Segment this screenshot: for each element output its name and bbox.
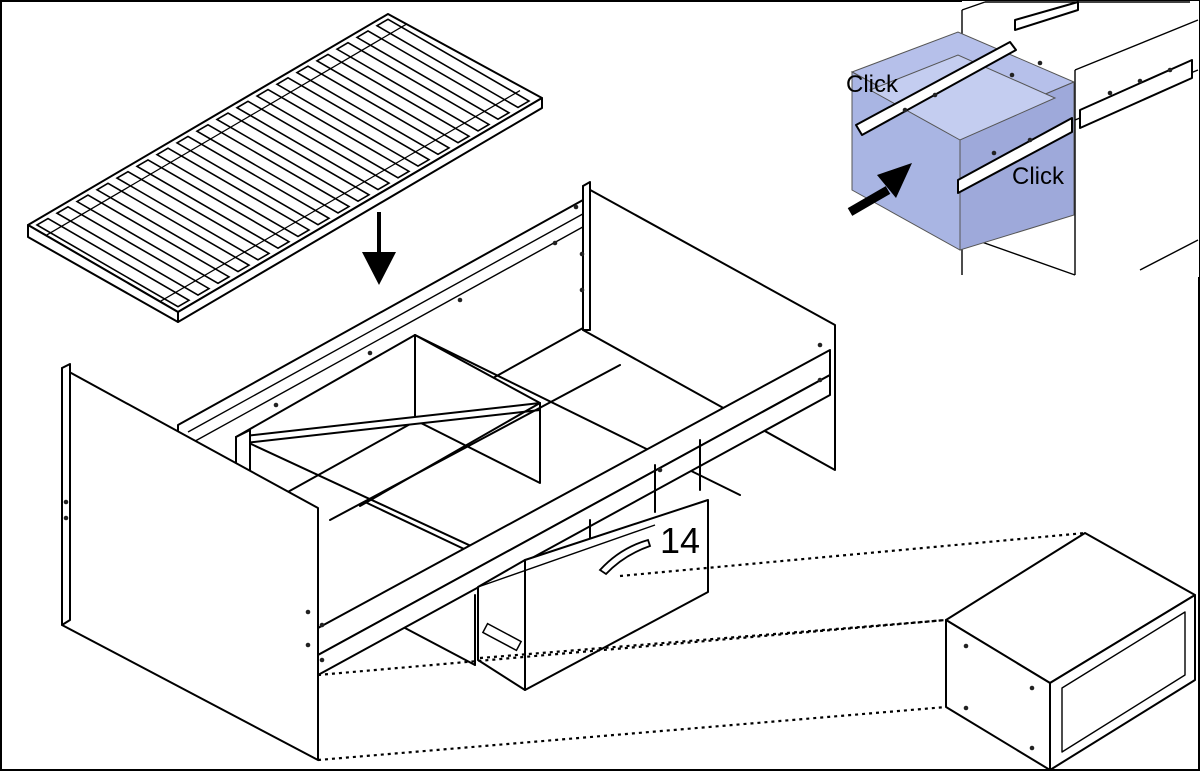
screw-hole	[552, 240, 558, 246]
screw-hole	[367, 350, 373, 356]
slat	[275, 76, 431, 168]
screw-hole	[573, 204, 579, 210]
screw-hole	[1137, 78, 1143, 84]
screw-hole	[319, 657, 325, 663]
click-label-left: Click	[846, 71, 899, 98]
slat	[115, 170, 271, 261]
screw-hole	[319, 622, 325, 628]
screw-hole	[963, 705, 969, 711]
screw-hole	[273, 402, 279, 408]
slat	[195, 123, 351, 214]
drawer-runner	[481, 622, 523, 652]
screw-hole	[1009, 72, 1015, 78]
slat	[35, 217, 191, 308]
slat	[375, 18, 531, 109]
slat	[355, 30, 511, 121]
step-number: 14	[660, 520, 700, 561]
alignment-guides	[317, 531, 1086, 762]
slat	[295, 65, 451, 156]
screw-hole	[1107, 90, 1113, 96]
slat	[235, 100, 391, 191]
slat-rail	[45, 23, 407, 236]
screw-hole	[991, 150, 997, 156]
slatted-base	[27, 13, 543, 323]
screw-hole	[305, 609, 311, 615]
slat-rail	[159, 90, 521, 303]
slat	[175, 135, 331, 226]
slat	[135, 158, 291, 250]
screw-hole	[1037, 60, 1043, 66]
screw-hole	[657, 467, 663, 473]
slat	[215, 112, 371, 203]
screw-hole	[457, 297, 463, 303]
drawer-handle	[598, 538, 652, 576]
storage-cube	[945, 532, 1196, 771]
screw-hole	[1167, 67, 1173, 73]
screw-hole	[579, 287, 585, 293]
slat	[55, 205, 211, 296]
screw-hole	[817, 377, 823, 383]
screw-hole	[305, 642, 311, 648]
slat	[75, 194, 231, 285]
screw-hole	[1027, 137, 1033, 143]
arrow-down-icon	[362, 212, 396, 285]
bed-slats	[35, 18, 531, 308]
screw-holes	[63, 60, 1173, 751]
screw-hole	[1029, 745, 1035, 751]
screw-hole	[817, 342, 823, 348]
slat	[335, 41, 491, 132]
drawer-runner-inset: Click Click	[846, 1, 1199, 277]
screw-hole	[63, 515, 69, 521]
screw-hole	[579, 251, 585, 257]
screw-hole	[63, 499, 69, 505]
slat	[155, 147, 311, 238]
arrow-push-icon	[847, 163, 912, 216]
screw-hole	[932, 92, 938, 98]
screw-hole	[963, 643, 969, 649]
slat	[95, 182, 251, 273]
bed-frame	[61, 181, 836, 761]
screw-hole	[1029, 685, 1035, 691]
slat	[315, 53, 471, 144]
click-label-right: Click	[1012, 163, 1065, 190]
screw-hole	[902, 107, 908, 113]
slat	[255, 88, 411, 179]
